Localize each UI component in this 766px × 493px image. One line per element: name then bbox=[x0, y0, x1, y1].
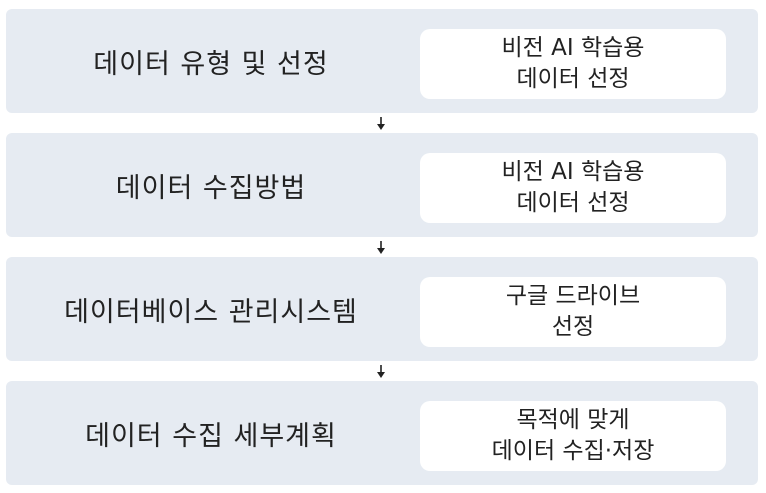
step-note-line: 목적에 맞게 bbox=[516, 407, 630, 433]
process-flow-diagram: 데이터 유형 및 선정 비전 AI 학습용 데이터 선정 데이터 수집방법 비전… bbox=[6, 9, 758, 486]
step-database-management-system: 데이터베이스 관리시스템 구글 드라이브 선정 bbox=[6, 257, 758, 361]
arrow-down-icon bbox=[377, 241, 385, 254]
step-data-type-selection: 데이터 유형 및 선정 비전 AI 학습용 데이터 선정 bbox=[6, 9, 758, 113]
step-label: 데이터 유형 및 선정 bbox=[93, 48, 329, 80]
arrow-down-icon bbox=[377, 365, 385, 378]
step-note-line: 구글 드라이브 bbox=[505, 283, 641, 309]
step-label: 데이터베이스 관리시스템 bbox=[64, 296, 358, 328]
step-note: 구글 드라이브 선정 bbox=[420, 277, 726, 347]
step-note-line: 비전 AI 학습용 bbox=[501, 35, 645, 61]
step-data-collection-detail-plan: 데이터 수집 세부계획 목적에 맞게 데이터 수집·저장 bbox=[6, 381, 758, 485]
step-note: 목적에 맞게 데이터 수집·저장 bbox=[420, 401, 726, 471]
step-data-collection-method: 데이터 수집방법 비전 AI 학습용 데이터 선정 bbox=[6, 133, 758, 237]
step-label: 데이터 수집 세부계획 bbox=[85, 420, 337, 452]
step-note-line: 비전 AI 학습용 bbox=[501, 159, 645, 185]
step-note-line: 데이터 선정 bbox=[516, 190, 630, 216]
step-note-line: 선정 bbox=[551, 314, 595, 340]
step-note: 비전 AI 학습용 데이터 선정 bbox=[420, 29, 726, 99]
arrow-down-icon bbox=[377, 117, 385, 130]
step-note-line: 데이터 수집·저장 bbox=[491, 438, 655, 464]
step-note: 비전 AI 학습용 데이터 선정 bbox=[420, 153, 726, 223]
step-label: 데이터 수집방법 bbox=[115, 172, 307, 204]
step-note-line: 데이터 선정 bbox=[516, 66, 630, 92]
